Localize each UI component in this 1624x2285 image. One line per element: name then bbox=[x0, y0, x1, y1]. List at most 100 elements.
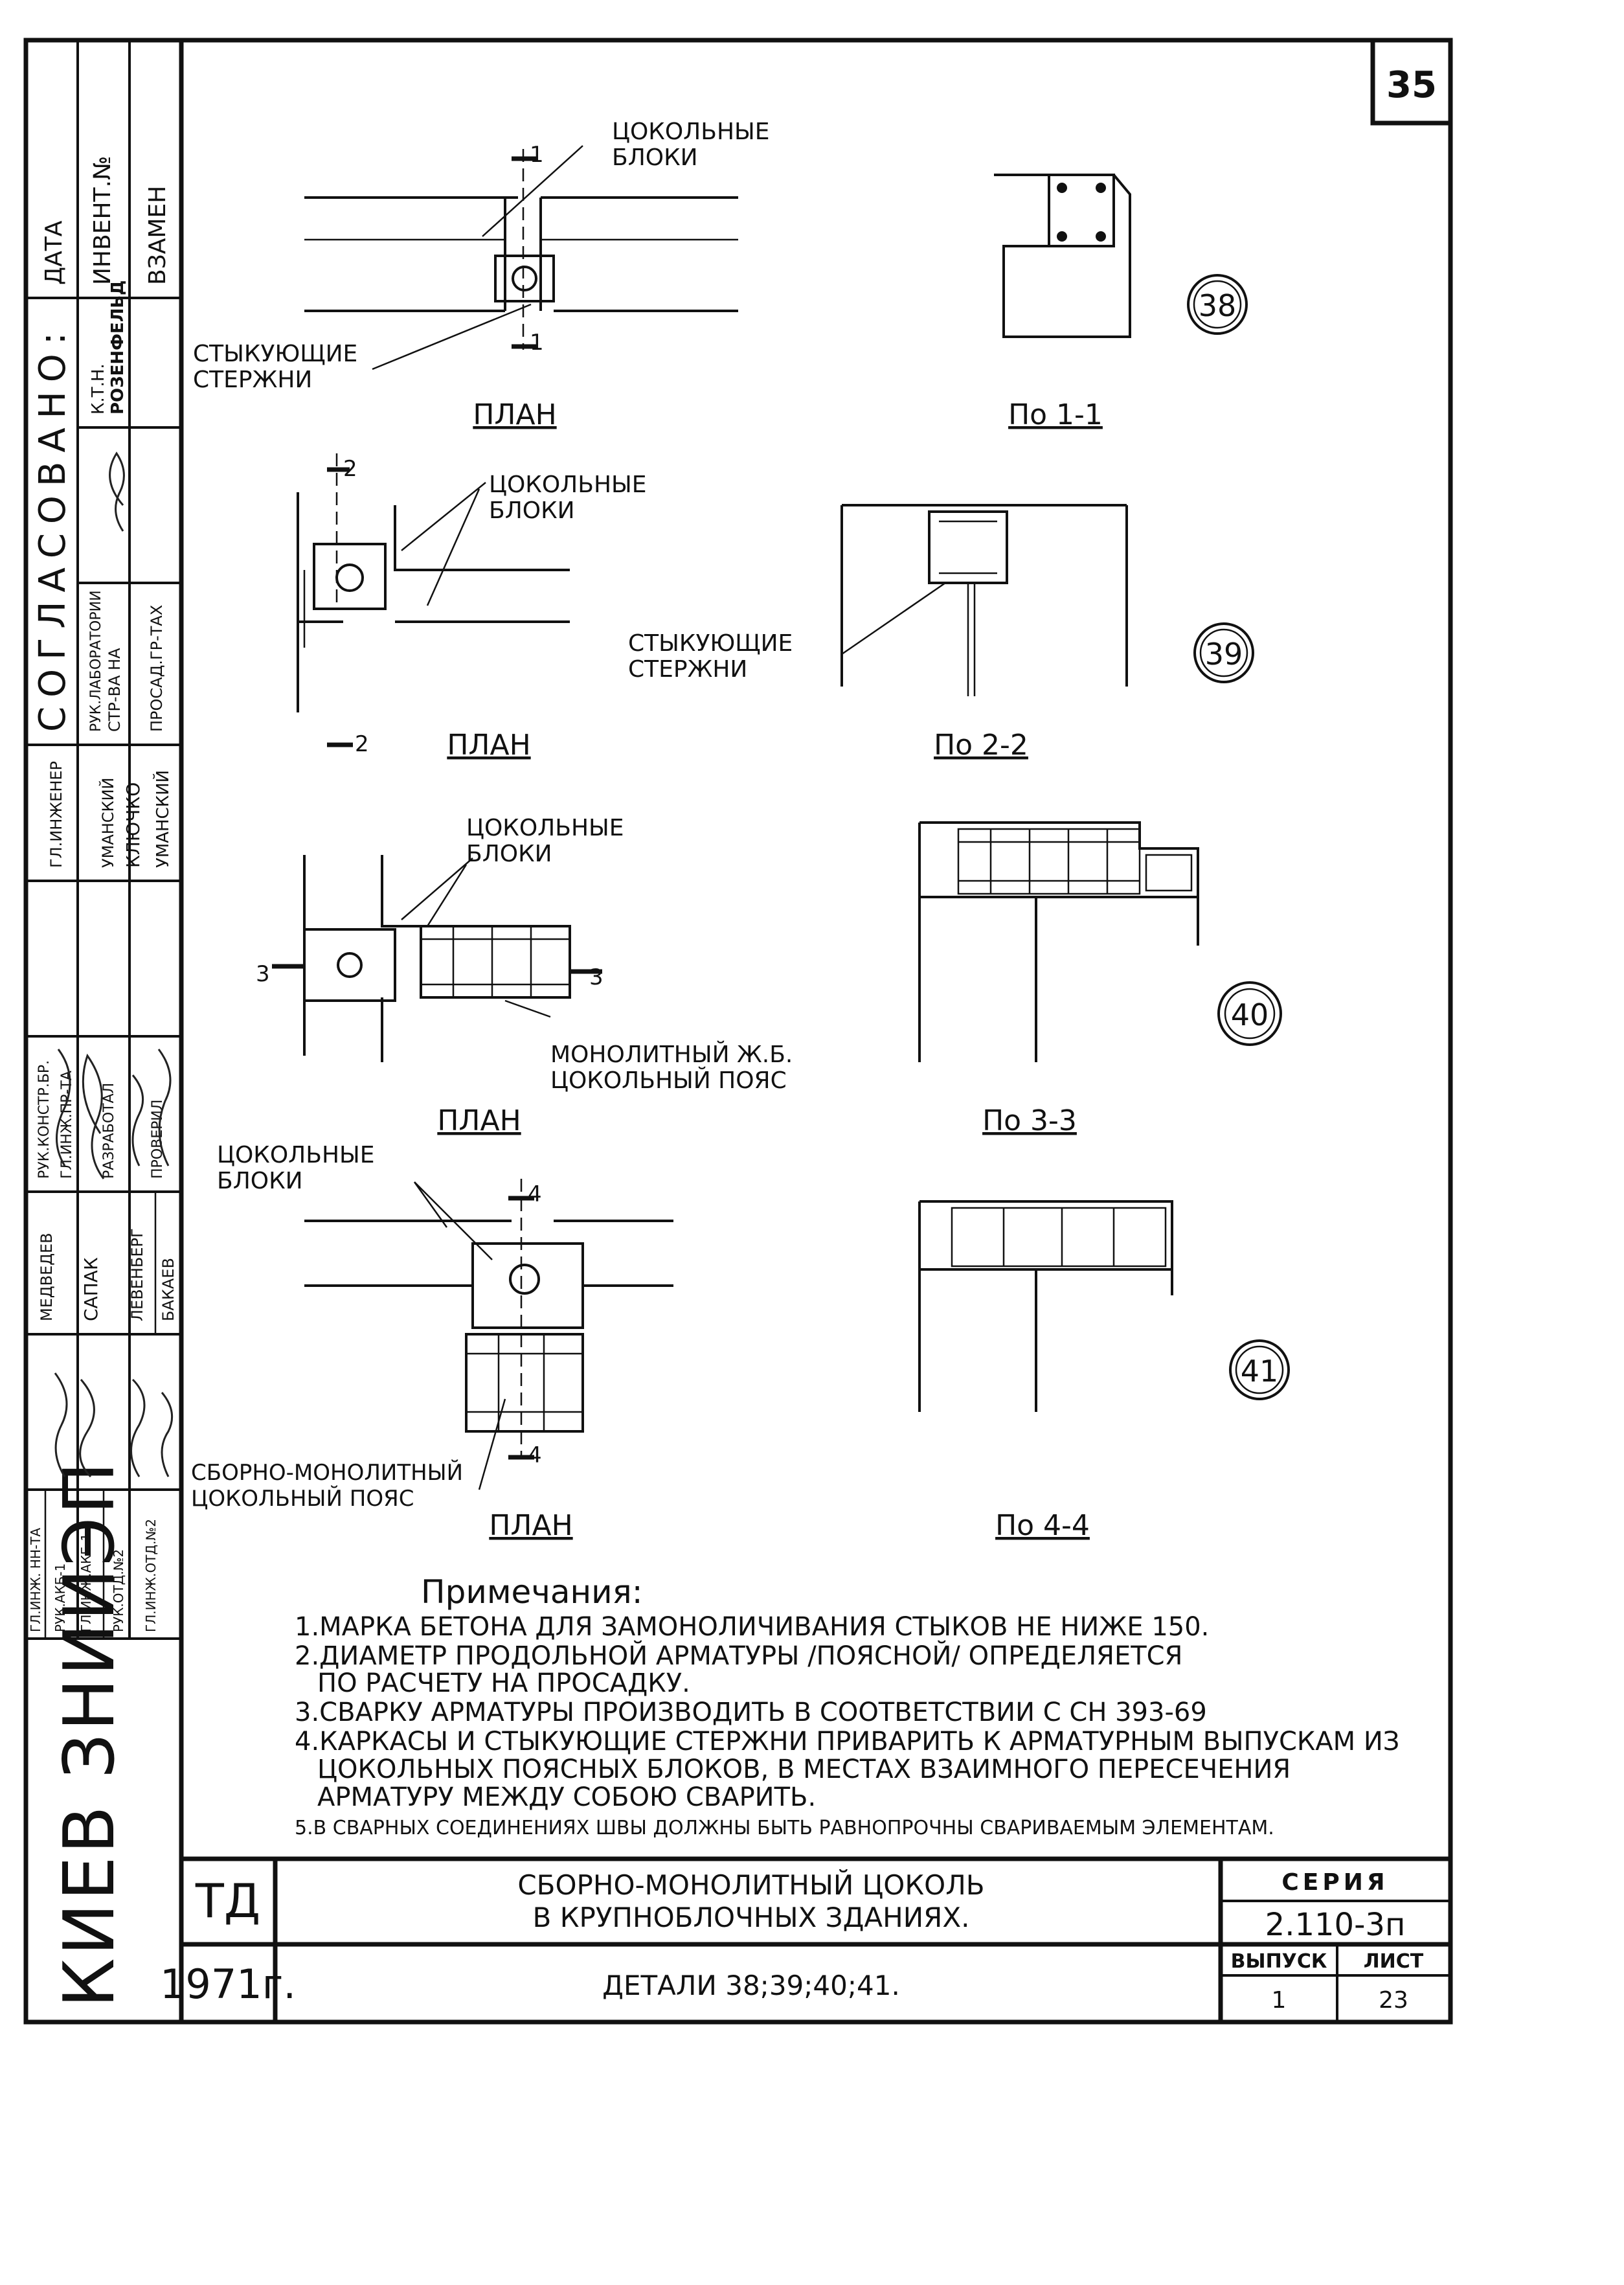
detail-40-blocks-label-1: ЦОКОЛЬНЫЕ bbox=[466, 815, 624, 841]
sheet-frame bbox=[23, 38, 1453, 2025]
signatures bbox=[54, 451, 174, 1478]
detail-41-belt-label-2: ЦОКОЛЬНЫЙ ПОЯС bbox=[191, 1485, 414, 1512]
detail-41-cut-top: 4 bbox=[528, 1181, 542, 1207]
detail-39-section-label: По 2-2 bbox=[934, 729, 1028, 762]
detail-38-blocks-label-2: БЛОКИ bbox=[612, 144, 698, 171]
detail-40-plan bbox=[272, 855, 602, 1062]
detail-41-cut-bottom: 4 bbox=[528, 1442, 542, 1468]
sheet-number: 35 bbox=[1386, 64, 1437, 106]
issue-label: ВЫПУСК bbox=[1231, 1950, 1327, 1973]
organization-name: КИЕВ ЗНИИЭП bbox=[49, 1459, 130, 2008]
detail-41-section bbox=[918, 1200, 1173, 1412]
name-kluchko: КЛЮЧКО bbox=[122, 782, 144, 868]
approval-strip-text: ДАТА ИНВЕНТ.№ ВЗАМЕН СОГЛАСОВАНО: К.Т.Н.… bbox=[28, 156, 177, 2008]
detail-39-blocks-label-1: ЦОКОЛЬНЫЕ bbox=[489, 472, 647, 498]
title-subtitle: ДЕТАЛИ 38;39;40;41. bbox=[602, 1970, 900, 2001]
detail-40-belt-label-2: ЦОКОЛЬНЫЙ ПОЯС bbox=[550, 1067, 787, 1094]
detail-39-rods-label-2: СТЕРЖНИ bbox=[628, 656, 747, 683]
note-line: 2.ДИАМЕТР ПРОДОЛЬНОЙ АРМАТУРЫ /ПОЯСНОЙ/ … bbox=[295, 1640, 1182, 1671]
detail-40-belt-label-1: МОНОЛИТНЫЙ Ж.Б. bbox=[550, 1041, 793, 1068]
detail-41-plan-label: ПЛАН bbox=[489, 1509, 572, 1542]
note-line: 4.КАРКАСЫ И СТЫКУЮЩИЕ СТЕРЖНИ ПРИВАРИТЬ … bbox=[295, 1727, 1399, 1756]
note-line: 1.МАРКА БЕТОНА ДЛЯ ЗАМОНОЛИЧИВАНИЯ СТЫКО… bbox=[295, 1612, 1209, 1642]
series-label: СЕРИЯ bbox=[1281, 1869, 1388, 1896]
detail-38-marker bbox=[1187, 274, 1248, 335]
detail-39-blocks-label-2: БЛОКИ bbox=[489, 497, 575, 524]
detail-40-number: 40 bbox=[1231, 997, 1269, 1032]
title-block-code: ТД bbox=[195, 1874, 260, 1928]
lab-head-label: РУК.ЛАБОРАТОРИИ bbox=[88, 590, 104, 732]
detail-40-section-label: По 3-3 bbox=[982, 1104, 1077, 1137]
title-line-1: СБОРНО-МОНОЛИТНЫЙ ЦОКОЛЬ bbox=[517, 1869, 984, 1901]
note-line: 3.СВАРКУ АРМАТУРЫ ПРОИЗВОДИТЬ В СООТВЕТС… bbox=[295, 1698, 1207, 1727]
detail-39-cut-bottom: 2 bbox=[355, 731, 369, 757]
detail-40-marker bbox=[1217, 981, 1282, 1046]
name-levenberg: ЛЕВЕНБЕРГ bbox=[128, 1228, 146, 1321]
role-gl-inzh-pr: ГЛ.ИНЖ.ПР-ТА bbox=[59, 1071, 75, 1179]
detail-38-plan bbox=[304, 145, 738, 370]
role-razrabotal: РАЗРАБОТАЛ bbox=[101, 1083, 117, 1179]
detail-38-rods-label-1: СТЫКУЮЩИЕ bbox=[193, 341, 357, 367]
degree-label: К.Т.Н. bbox=[89, 363, 108, 415]
name-sapak: САПАК bbox=[80, 1257, 102, 1321]
detail-38-plan-label: ПЛАН bbox=[473, 398, 556, 431]
detail-40-section bbox=[918, 821, 1199, 1062]
inv-label: ИНВЕНТ.№ bbox=[89, 156, 116, 285]
name-umanskiy: УМАНСКИЙ bbox=[98, 778, 117, 869]
note-line: ПО РАСЧЕТУ НА ПРОСАДКУ. bbox=[317, 1668, 690, 1698]
sheet-value: 23 bbox=[1379, 1987, 1408, 2014]
detail-41-belt-label-1: СБОРНО-МОНОЛИТНЫЙ bbox=[191, 1459, 463, 1486]
approval-strip bbox=[25, 40, 181, 1640]
detail-39-plan bbox=[297, 453, 570, 747]
replace-label: ВЗАМЕН bbox=[144, 186, 171, 285]
detail-38-number: 38 bbox=[1199, 288, 1237, 323]
notes-list: 1.МАРКА БЕТОНА ДЛЯ ЗАМОНОЛИЧИВАНИЯ СТЫКО… bbox=[295, 1612, 1399, 1839]
name-bakaev: БАКАЕВ bbox=[159, 1258, 177, 1321]
lab-name-line1: СТР-ВА НА bbox=[106, 648, 124, 732]
approval-heading: СОГЛАСОВАНО: bbox=[32, 323, 74, 732]
detail-40-cut-right: 3 bbox=[589, 964, 603, 990]
detail-38-rods-label-2: СТЕРЖНИ bbox=[193, 367, 312, 393]
issue-value: 1 bbox=[1272, 1987, 1287, 2014]
role-ruk-konstr: РУК.КОНСТР.БР. bbox=[36, 1060, 52, 1179]
person-rozenfeld: РОЗЕНФЕЛЬД bbox=[108, 280, 128, 415]
title-line-2: В КРУПНОБЛОЧНЫХ ЗДАНИЯХ. bbox=[533, 1902, 970, 1933]
detail-41-plan bbox=[304, 1179, 673, 1490]
series-value: 2.110-3п bbox=[1265, 1907, 1406, 1943]
detail-41-blocks-label-2: БЛОКИ bbox=[217, 1168, 303, 1194]
lab-name-line2: ПРОСАД.ГР-ТАХ bbox=[148, 605, 166, 732]
notes-title: Примечания: bbox=[421, 1573, 643, 1611]
detail-39-number: 39 bbox=[1205, 637, 1243, 672]
note-line: АРМАТУРУ МЕЖДУ СОБОЮ СВАРИТЬ. bbox=[317, 1782, 816, 1812]
name-umanskiy-2: УМАНСКИЙ bbox=[152, 770, 173, 868]
role-gl-inzh-nta: ГЛ.ИНЖ. НН-ТА bbox=[28, 1528, 43, 1632]
detail-41-marker bbox=[1229, 1339, 1290, 1400]
note-line: ЦОКОЛЬНЫХ ПОЯСНЫХ БЛОКОВ, В МЕСТАХ ВЗАИМ… bbox=[317, 1755, 1291, 1784]
detail-38-cut-bottom: 1 bbox=[530, 330, 544, 356]
title-block-year: 1971г. bbox=[160, 1961, 296, 2008]
date-label: ДАТА bbox=[41, 220, 67, 285]
detail-39-plan-label: ПЛАН bbox=[447, 729, 530, 762]
detail-39-cut-top: 2 bbox=[343, 456, 357, 482]
role-ruk-akb: РУК.АКБ-1 bbox=[52, 1563, 68, 1632]
detail-38-section-label: По 1-1 bbox=[1008, 398, 1103, 431]
detail-39-rods-label-1: СТЫКУЮЩИЕ bbox=[628, 630, 793, 657]
role-ruk-otd: РУК.ОТД.№2 bbox=[111, 1549, 126, 1632]
chief-engineer-label: ГЛ.ИНЖЕНЕР bbox=[47, 761, 65, 868]
detail-41-section-label: По 4-4 bbox=[995, 1509, 1090, 1542]
detail-38-blocks-label-1: ЦОКОЛЬНЫЕ bbox=[612, 119, 770, 145]
note-line: 5.В СВАРНЫХ СОЕДИНЕНИЯХ ШВЫ ДОЛЖНЫ БЫТЬ … bbox=[295, 1817, 1274, 1839]
detail-39-section bbox=[840, 504, 1128, 696]
role-gl-inzh-otd: ГЛ.ИНЖ.ОТД.№2 bbox=[143, 1519, 159, 1632]
detail-41-number: 41 bbox=[1241, 1354, 1279, 1389]
detail-40-blocks-label-2: БЛОКИ bbox=[466, 841, 552, 867]
role-proveril: ПРОВЕРИЛ bbox=[150, 1100, 166, 1179]
detail-39-marker bbox=[1193, 622, 1254, 683]
title-block-frame bbox=[181, 1856, 1450, 2022]
sheet-label: ЛИСТ bbox=[1364, 1950, 1424, 1973]
detail-40-cut-left: 3 bbox=[256, 961, 270, 987]
detail-40-plan-label: ПЛАН bbox=[437, 1104, 521, 1137]
role-gl-inzh-akb: ГЛ.ИНЖ.АКБ-1 bbox=[78, 1533, 94, 1632]
